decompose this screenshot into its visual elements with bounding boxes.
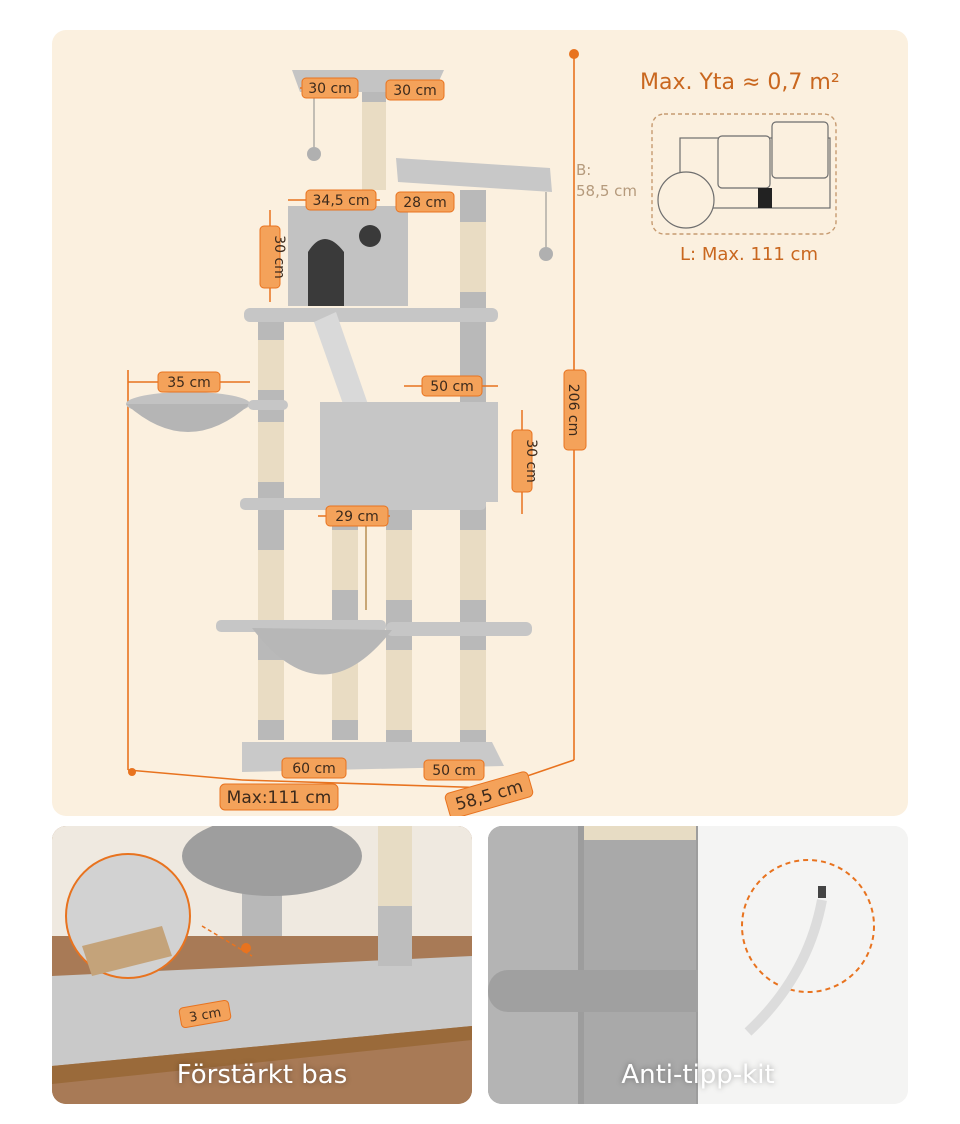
dim-max-width: Max:111 cm <box>227 788 332 808</box>
area-length: L: Max. 111 cm <box>680 244 818 265</box>
base-caption: Förstärkt bas <box>176 1060 348 1090</box>
dim-base-w: 60 cm <box>292 761 336 777</box>
area-width-label: B: <box>576 161 592 179</box>
dim-box-h: 30 cm <box>523 439 539 483</box>
middle-box <box>320 402 498 502</box>
dim-box-w: 50 cm <box>430 379 474 395</box>
dimension-labels: 30 cm 30 cm 34,5 cm 28 cm 30 cm 35 cm 50… <box>128 77 587 816</box>
platform-lower-right <box>386 622 532 636</box>
dim-top-perch-w: 30 cm <box>308 81 352 97</box>
platform-upper <box>244 308 498 322</box>
base-thickness-label: 3 cm <box>188 1005 222 1025</box>
posts <box>258 90 486 742</box>
dim-height-total: 206 cm <box>565 384 581 437</box>
hammock <box>252 628 392 675</box>
anti-tip-illustration <box>488 826 908 1104</box>
area-title: Max. Yta ≈ 0,7 m² <box>640 70 840 95</box>
cat-tree-diagram: 30 cm 30 cm 34,5 cm 28 cm 30 cm 35 cm 50… <box>126 49 837 816</box>
photo-reinforced-base: 3 cm Förstärkt bas <box>52 826 472 1104</box>
second-perch <box>396 158 552 192</box>
photo-anti-tip-kit: Anti-tipp-kit <box>488 826 908 1104</box>
ramp <box>314 312 370 418</box>
dim-basket-w: 35 cm <box>167 375 211 391</box>
dim-condo-h: 30 cm <box>271 235 287 279</box>
kit-caption: Anti-tipp-kit <box>621 1060 775 1090</box>
condo-box <box>288 206 408 306</box>
area-width-value: 58,5 cm <box>576 182 638 200</box>
base-illustration: 3 cm <box>52 826 472 1104</box>
diagram-panel: 30 cm 30 cm 34,5 cm 28 cm 30 cm 35 cm 50… <box>52 30 908 816</box>
dim-top-perch-d: 30 cm <box>393 83 437 99</box>
dim-condo-d: 28 cm <box>403 195 447 211</box>
dim-condo-w: 34,5 cm <box>313 193 370 209</box>
footprint-diagram <box>651 113 837 235</box>
dim-platform-gap: 29 cm <box>335 509 379 525</box>
platform-middle <box>240 498 486 510</box>
area-width: B: 58,5 cm <box>576 160 637 202</box>
dim-base-d: 50 cm <box>432 763 476 779</box>
